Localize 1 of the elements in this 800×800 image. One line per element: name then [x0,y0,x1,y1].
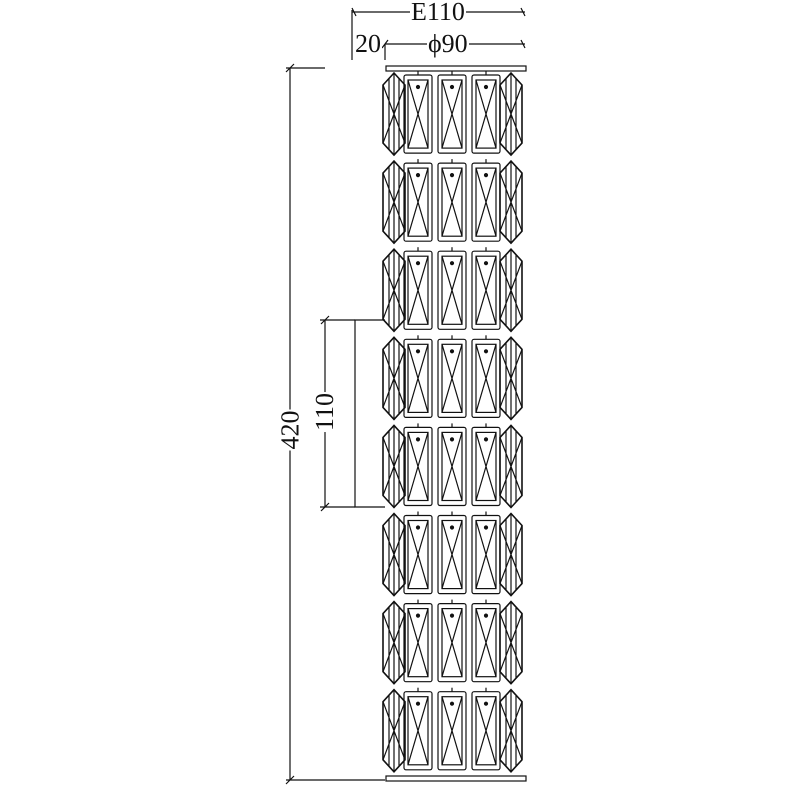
dimension-label: ϕ90 [427,31,469,57]
